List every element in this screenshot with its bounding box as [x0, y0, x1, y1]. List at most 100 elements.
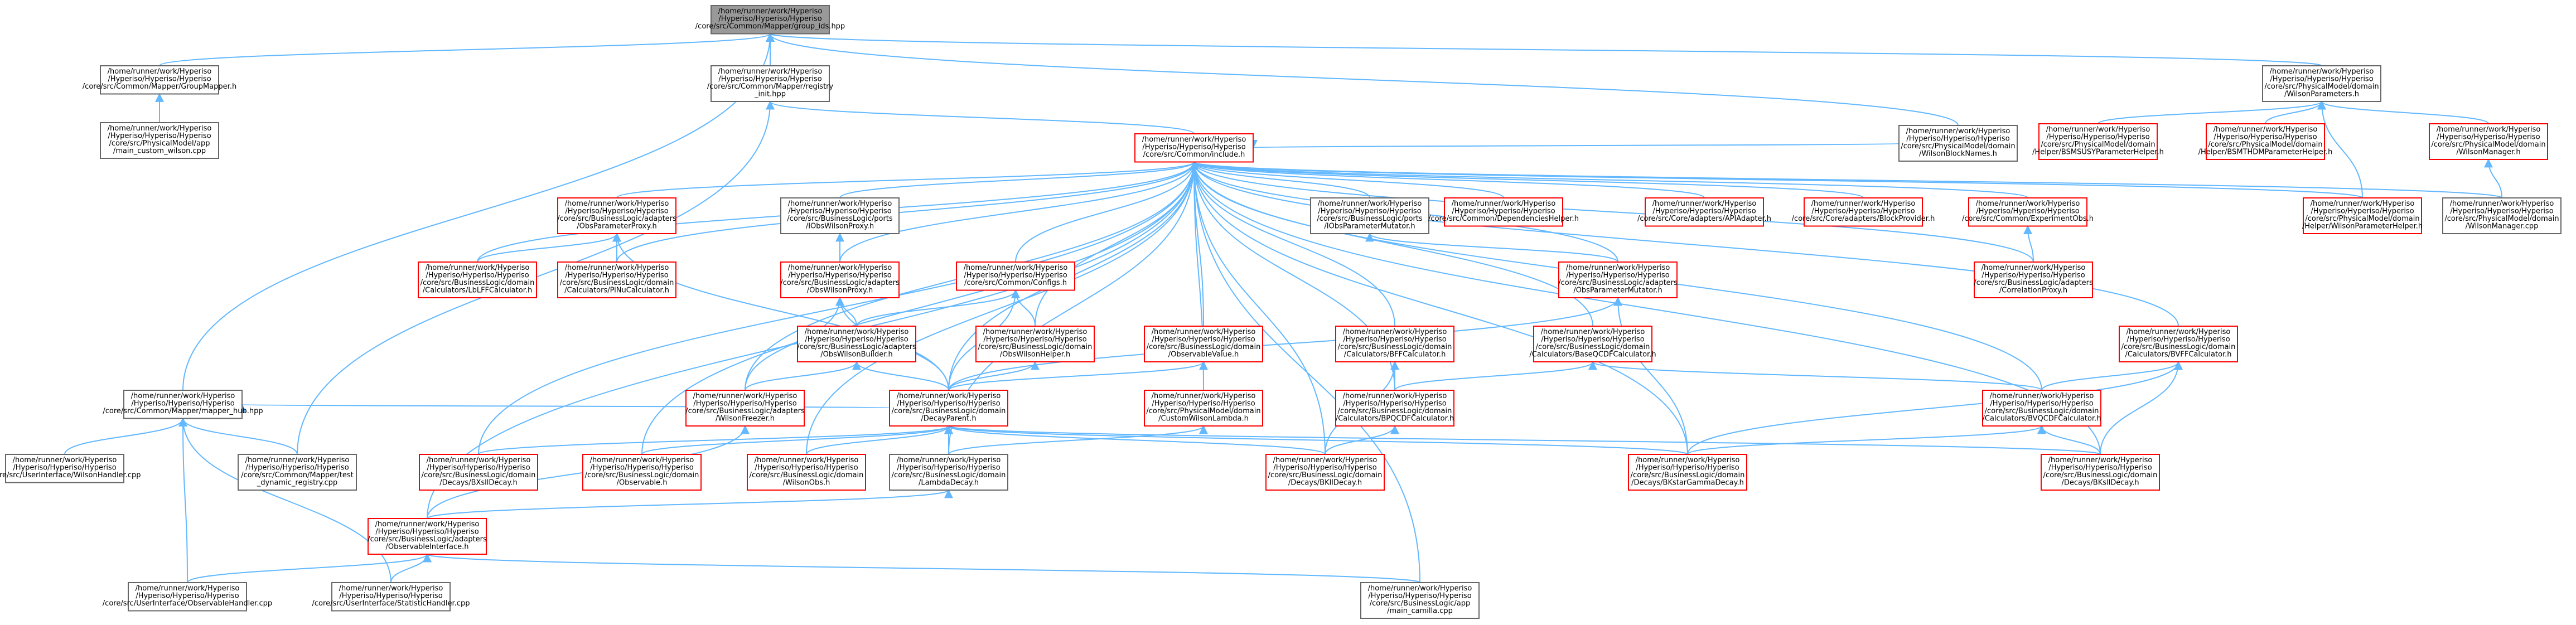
graph-node-customwilsonlambda[interactable]: /home/runner/work/Hyperiso/Hyperiso/Hype… — [1144, 390, 1263, 427]
graph-node-experimentobs[interactable]: /home/runner/work/Hyperiso/Hyperiso/Hype… — [1962, 197, 2094, 227]
graph-node-observablehandler[interactable]: /home/runner/work/Hyperiso/Hyperiso/Hype… — [103, 582, 272, 612]
graph-edge — [641, 161, 1198, 455]
node-box — [123, 390, 243, 419]
graph-node-blockprovider[interactable]: /home/runner/work/Hyperiso/Hyperiso/Hype… — [1792, 197, 1935, 227]
graph-node-obsparamproxy[interactable]: /home/runner/work/Hyperiso/Hyperiso/Hype… — [557, 197, 676, 234]
node-label-line: /core/src/Core/adapters/BlockProvider.h — [1792, 215, 1935, 223]
node-label-line: /Decays/BKsllDecay.h — [2061, 479, 2139, 487]
graph-node-bffcalc[interactable]: /home/runner/work/Hyperiso/Hyperiso/Hype… — [1335, 326, 1454, 362]
graph-node-wilsonhandler[interactable]: /home/runner/work/Hyperiso/Hyperiso/Hype… — [0, 454, 141, 483]
graph-node-iobsparammutator[interactable]: /home/runner/work/Hyperiso/Hyperiso/Hype… — [1310, 197, 1429, 234]
graph-node-obswilsonhelper[interactable]: /home/runner/work/Hyperiso/Hyperiso/Hype… — [975, 326, 1095, 362]
node-label-line: /home/runner/work/Hyperiso — [1976, 200, 2080, 208]
graph-node-groupmapper[interactable]: /home/runner/work/Hyperiso/Hyperiso/Hype… — [83, 65, 236, 95]
node-label-line: /Hyperiso/Hyperiso/Hyperiso — [964, 272, 1067, 280]
graph-node-observableinterface[interactable]: /home/runner/work/Hyperiso/Hyperiso/Hype… — [368, 518, 487, 555]
graph-node-bvffcalc[interactable]: /home/runner/work/Hyperiso/Hyperiso/Hype… — [2119, 326, 2238, 362]
node-label-line: /core/src/BusinessLogic/adapters — [685, 407, 805, 415]
graph-node-configs[interactable]: /home/runner/work/Hyperiso/Hyperiso/Hype… — [956, 261, 1075, 291]
graph-node-statisticshandler[interactable]: /home/runner/work/Hyperiso/Hyperiso/Hype… — [312, 582, 470, 612]
graph-edge — [2317, 100, 2363, 198]
node-label-line: /home/runner/work/Hyperiso — [897, 456, 1001, 464]
graph-edge — [1190, 161, 1504, 198]
graph-node-bpqcdfcalc[interactable]: /home/runner/work/Hyperiso/Hyperiso/Hype… — [1335, 390, 1454, 427]
node-label-line: /home/runner/work/Hyperiso — [136, 584, 240, 593]
node-label-line: /home/runner/work/Hyperiso — [2270, 67, 2374, 76]
node-label-line: /Hyperiso/Hyperiso/Hyperiso — [1452, 207, 1555, 216]
graph-node-correlationproxy[interactable]: /home/runner/work/Hyperiso/Hyperiso/Hype… — [1974, 261, 2093, 298]
graph-node-wilsonmanagercpp[interactable]: /home/runner/work/Hyperiso/Hyperiso/Hype… — [2442, 197, 2561, 234]
node-label-line: /home/runner/work/Hyperiso — [788, 264, 892, 272]
node-label-line: /ObsWilsonProxy.h — [807, 287, 873, 295]
node-label-line: /home/runner/work/Hyperiso — [590, 456, 694, 464]
graph-node-bsmthdm[interactable]: /home/runner/work/Hyperiso/Hyperiso/Hype… — [2198, 123, 2333, 160]
node-box — [975, 326, 1095, 362]
graph-node-wilsonobs[interactable]: /home/runner/work/Hyperiso/Hyperiso/Hype… — [747, 454, 866, 491]
graph-node-bvqcdfcalc[interactable]: /home/runner/work/Hyperiso/Hyperiso/Hype… — [1982, 390, 2101, 427]
graph-edge — [390, 553, 432, 583]
graph-node-maincustomwilson[interactable]: /home/runner/work/Hyperiso/Hyperiso/Hype… — [100, 122, 219, 159]
graph-edge — [616, 161, 1198, 198]
node-label-line: /Helper/WilsonParameterHelper.h — [2302, 222, 2423, 231]
graph-node-obsparammutator[interactable]: /home/runner/work/Hyperiso/Hyperiso/Hype… — [1558, 261, 1678, 298]
graph-node-bkslldecay[interactable]: /home/runner/work/Hyperiso/Hyperiso/Hype… — [2041, 454, 2160, 491]
graph-node-wilsonblocknames[interactable]: /home/runner/work/Hyperiso/Hyperiso/Hype… — [1898, 125, 2018, 162]
node-label-line: /Calculators/BFFCalculator.h — [1344, 351, 1446, 359]
graph-edge — [1190, 161, 2028, 198]
node-label-line: /Hyperiso/Hyperiso/Hyperiso — [1566, 272, 1669, 280]
node-label-line: /Hyperiso/Hyperiso/Hyperiso — [136, 592, 239, 600]
node-box — [1968, 197, 2087, 227]
graph-node-observableh[interactable]: /home/runner/work/Hyperiso/Hyperiso/Hype… — [582, 454, 702, 491]
graph-node-mapperhub[interactable]: /home/runner/work/Hyperiso/Hyperiso/Hype… — [103, 390, 263, 419]
node-box — [557, 197, 676, 234]
graph-node-dynamicregistry[interactable]: /home/runner/work/Hyperiso/Hyperiso/Hype… — [238, 454, 357, 491]
node-label-line: /Hyperiso/Hyperiso/Hyperiso — [2450, 207, 2553, 216]
node-box — [418, 261, 537, 298]
node-label-line: /Hyperiso/Hyperiso/Hyperiso — [108, 132, 211, 140]
graph-node-wilsonfreezer[interactable]: /home/runner/work/Hyperiso/Hyperiso/Hype… — [685, 390, 805, 427]
node-label-line: /Calculators/BPQCDFCalculator.h — [1336, 415, 1454, 423]
graph-node-bsmsusy[interactable]: /home/runner/work/Hyperiso/Hyperiso/Hype… — [2032, 123, 2164, 160]
node-box — [889, 390, 1008, 427]
node-label-line: /core/src/BusinessLogic/domain — [1985, 407, 2099, 415]
graph-node-dependencieshelper[interactable]: /home/runner/work/Hyperiso/Hyperiso/Hype… — [1428, 197, 1579, 227]
graph-node-obswilsonbuilder[interactable]: /home/runner/work/Hyperiso/Hyperiso/Hype… — [797, 326, 916, 362]
graph-node-obswilsonproxyport[interactable]: /home/runner/work/Hyperiso/Hyperiso/Hype… — [780, 197, 900, 234]
node-label-line: /Hyperiso/Hyperiso/Hyperiso — [108, 75, 211, 84]
node-label-line: /home/runner/work/Hyperiso — [1152, 328, 1256, 336]
graph-node-bklldecay[interactable]: /home/runner/work/Hyperiso/Hyperiso/Hype… — [1265, 454, 1385, 491]
graph-node-registryinit[interactable]: /home/runner/work/Hyperiso/Hyperiso/Hype… — [707, 65, 834, 102]
graph-node-maincamilla[interactable]: /home/runner/work/Hyperiso/Hyperiso/Hype… — [1360, 582, 1480, 619]
node-label-line: /Hyperiso/Hyperiso/Hyperiso — [1343, 400, 1446, 408]
node-label-line: /home/runner/work/Hyperiso — [1368, 584, 1472, 593]
graph-edge — [1190, 161, 1395, 327]
graph-node-lbllcalc[interactable]: /home/runner/work/Hyperiso/Hyperiso/Hype… — [418, 261, 537, 298]
node-box — [2262, 65, 2381, 102]
graph-node-baseqcdfcalc[interactable]: /home/runner/work/Hyperiso/Hyperiso/Hype… — [1529, 326, 1656, 362]
graph-node-include[interactable]: /home/runner/work/Hyperiso/Hyperiso/Hype… — [1134, 133, 1254, 163]
graph-node-bxsildecay[interactable]: /home/runner/work/Hyperiso/Hyperiso/Hype… — [419, 454, 538, 491]
graph-edge — [616, 161, 1198, 263]
graph-edge — [1190, 161, 1688, 455]
node-label-line: /home/runner/work/Hyperiso — [1990, 392, 2094, 400]
graph-edge — [766, 32, 1959, 126]
graph-node-obswilsonproxy[interactable]: /home/runner/work/Hyperiso/Hyperiso/Hype… — [780, 261, 900, 298]
graph-node-wilsonparams[interactable]: /home/runner/work/Hyperiso/Hyperiso/Hype… — [2262, 65, 2381, 102]
graph-node-decayparent[interactable]: /home/runner/work/Hyperiso/Hyperiso/Hype… — [889, 390, 1008, 427]
graph-node-wilsonparamhelper[interactable]: /home/runner/work/Hyperiso/Hyperiso/Hype… — [2302, 197, 2423, 234]
node-label-line: /home/runner/work/Hyperiso — [1343, 328, 1447, 336]
graph-edge — [944, 425, 1688, 455]
graph-edge — [852, 361, 949, 391]
graph-node-bkstargammadecay[interactable]: /home/runner/work/Hyperiso/Hyperiso/Hype… — [1628, 454, 1747, 491]
node-label-line: /WilsonBlockNames.h — [1919, 150, 1997, 158]
graph-node-observablevalue[interactable]: /home/runner/work/Hyperiso/Hyperiso/Hype… — [1144, 326, 1263, 362]
node-label-line: /Calculators/BVFFCalculator.h — [2125, 351, 2231, 359]
graph-edge — [1190, 161, 1326, 455]
graph-node-lambdadecay[interactable]: /home/runner/work/Hyperiso/Hyperiso/Hype… — [889, 454, 1008, 491]
node-label-line: /core/src/PhysicalModel/domain — [2444, 215, 2559, 223]
graph-node-pinucalc[interactable]: /home/runner/work/Hyperiso/Hyperiso/Hype… — [557, 261, 676, 298]
graph-node-apiadapter[interactable]: /home/runner/work/Hyperiso/Hyperiso/Hype… — [1637, 197, 1771, 227]
graph-node-wilsonmanagerh[interactable]: /home/runner/work/Hyperiso/Hyperiso/Hype… — [2429, 123, 2548, 160]
graph-edge — [182, 32, 775, 391]
graph-edge — [612, 232, 949, 391]
